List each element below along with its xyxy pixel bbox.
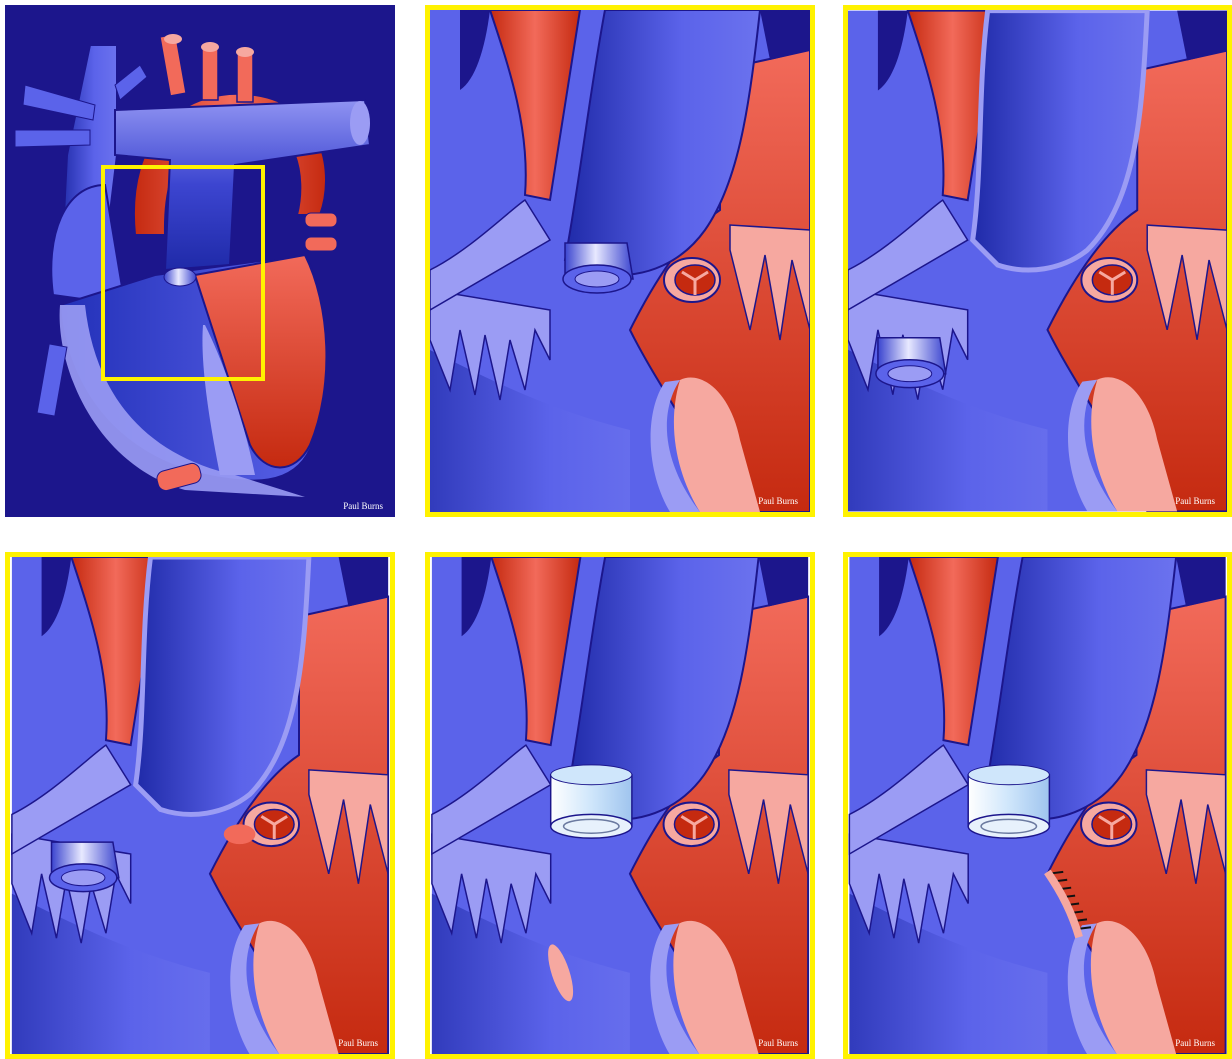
step-1-illustration [430,10,810,512]
branch-opening-2 [201,42,219,52]
new-valved-conduit [551,765,632,838]
overview-panel: Paul Burns [5,5,395,517]
branch-opening-3 [236,47,254,57]
branch-opening-1 [164,34,182,44]
annulus-patch [224,824,256,844]
step-panel-1: Paul Burns [425,5,815,517]
aortic-branch-2 [202,45,218,100]
aortic-valve [1081,258,1137,302]
old-conduit-valve [563,243,633,293]
artist-credit: Paul Burns [1175,496,1215,506]
step-2-illustration [848,10,1227,512]
aortic-branch-3 [237,50,253,102]
old-conduit-valve [50,842,119,892]
artist-credit: Paul Burns [1175,1038,1215,1048]
aortic-valve [1081,803,1136,847]
pulmonary-vein-2 [305,237,337,251]
new-valved-conduit [968,765,1049,838]
artist-credit: Paul Burns [338,1038,378,1048]
old-conduit-valve [876,338,946,388]
step-panel-4: Paul Burns [425,552,815,1059]
artist-credit: Paul Burns [758,1038,798,1048]
aortic-valve [664,803,719,847]
brachiocephalic-vein [15,130,90,147]
artist-credit: Paul Burns [758,496,798,506]
step-5-illustration [848,557,1227,1054]
aortic-valve [664,258,720,302]
step-4-illustration [430,557,810,1054]
heart-overview-illustration [5,5,395,517]
step-3-illustration [10,557,390,1054]
conduit-small [164,268,196,286]
step-panel-5: Paul Burns [843,552,1232,1059]
artist-credit: Paul Burns [343,501,383,511]
step-panel-3: Paul Burns [5,552,395,1059]
pulmonary-vein-1 [305,213,337,227]
pulmonary-artery-opening [350,101,370,145]
step-panel-2: Paul Burns [843,5,1232,517]
